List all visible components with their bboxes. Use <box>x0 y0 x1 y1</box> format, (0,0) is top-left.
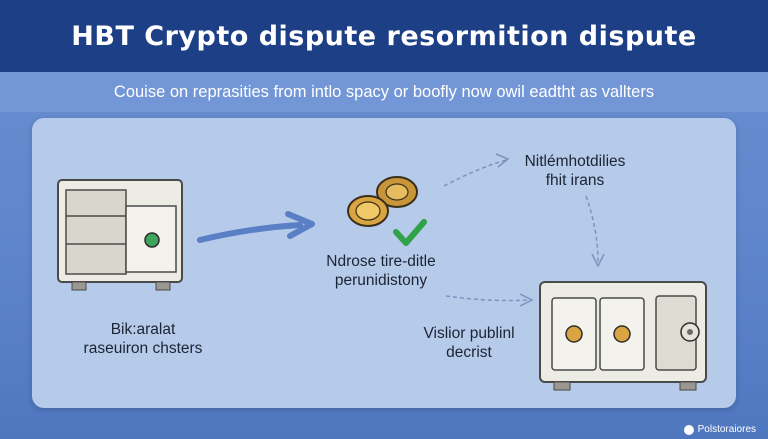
subtitle-band: Couise on reprasities from intlo spacy o… <box>0 72 768 112</box>
middle-label-line-1: Ndrose tire-ditle <box>326 253 436 270</box>
left-label-line-1: Bik:aralat <box>110 321 176 338</box>
checkmark-icon <box>393 219 427 246</box>
page-subtitle: Couise on reprasities from intlo spacy o… <box>113 82 655 101</box>
small-safe-icon <box>57 179 183 291</box>
bottom-label-line-2: decrist <box>446 344 492 361</box>
dashed-arrow-down <box>585 195 605 268</box>
left-label-line-2: raseuiron chsters <box>83 340 203 357</box>
page-title: HBT Crypto dispute resormition dispute <box>71 20 697 52</box>
left-label: Bik:aralat raseuiron chsters <box>68 320 218 358</box>
credit-icon <box>683 424 694 435</box>
dashed-arrow-top <box>443 153 510 187</box>
large-vault-icon <box>539 281 707 391</box>
bottom-label-line-1: Vislior publinl <box>423 325 515 342</box>
title-bar: HBT Crypto dispute resormition dispute <box>0 0 768 72</box>
top-right-label-line-2: fhit irans <box>545 172 605 189</box>
crypto-coins-icon <box>347 176 418 227</box>
top-right-label-line-1: Nitlémhotdilies <box>524 153 626 170</box>
middle-label: Ndrose tire-ditle perunidistony <box>316 252 446 290</box>
middle-label-line-2: perunidistony <box>334 272 428 289</box>
footer-credit: Polstoraiores <box>683 424 756 435</box>
bottom-label: Vislior publinl decrist <box>404 324 534 362</box>
top-right-label: Nitlémhotdilies fhit irans <box>510 152 640 190</box>
arrow-icon <box>197 211 315 243</box>
footer-credit-text: Polstoraiores <box>697 424 756 435</box>
dashed-arrow-bottom <box>445 293 534 307</box>
